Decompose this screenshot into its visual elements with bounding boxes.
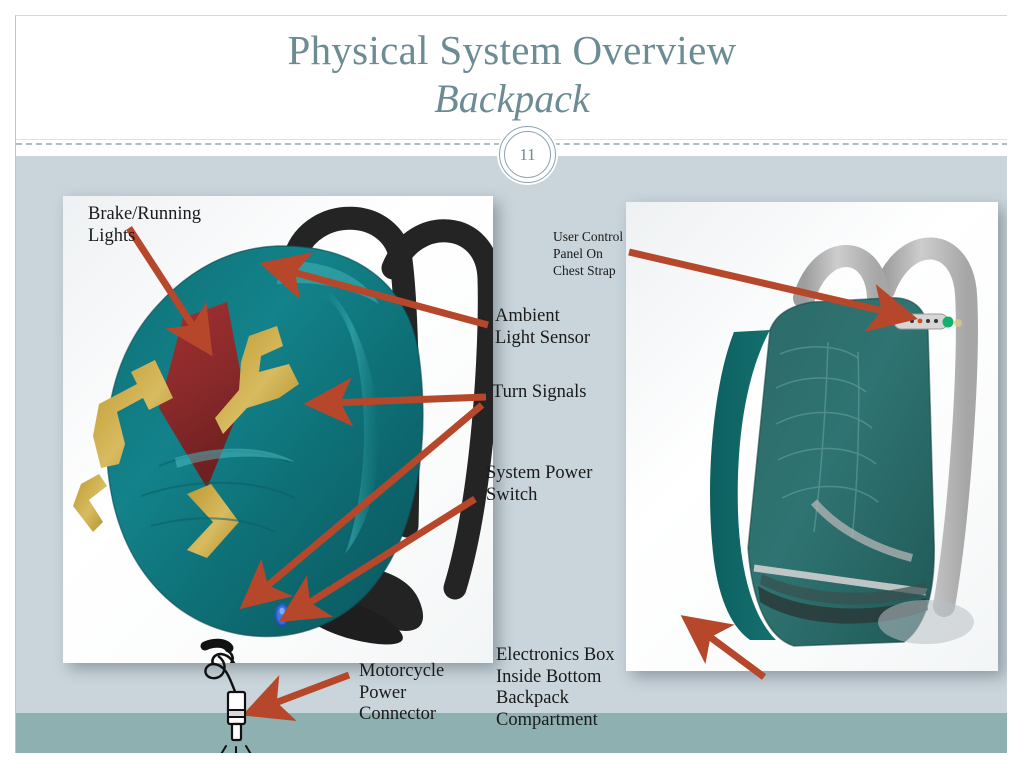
callout-user-control-panel: User Control Panel On Chest Strap xyxy=(553,229,624,278)
user-control-panel xyxy=(893,313,962,330)
bottom-compartment-seam xyxy=(753,564,927,596)
page-number-badge: 11 xyxy=(497,124,558,185)
callout-motorcycle-power-connector: Motorcycle Power Connector xyxy=(359,661,445,724)
led-orange xyxy=(917,318,923,324)
backpack-back-view-image xyxy=(626,202,998,671)
backpack-back-panel xyxy=(748,297,935,646)
turn-signal-lower-left xyxy=(73,474,107,532)
shoulder-strap-right-gray xyxy=(873,237,978,617)
electronics-box-shadow xyxy=(760,574,926,605)
figure-shadow xyxy=(878,600,974,644)
system-power-switch xyxy=(274,603,290,627)
callout-electronics-box: Electronics Box Inside Bottom Backpack C… xyxy=(496,645,615,730)
page-title: Physical System Overview xyxy=(287,27,737,73)
callout-turn-signals: Turn Signals xyxy=(492,382,587,402)
slide-footer-band xyxy=(16,713,1007,753)
badge-ring-inner xyxy=(504,131,551,178)
callout-brake-running-lights: Brake/Running Lights xyxy=(88,204,202,246)
callout-ambient-light-sensor: Ambient Light Sensor xyxy=(495,306,591,348)
turn-signal-right xyxy=(215,326,299,434)
ambient-light-sensor xyxy=(268,264,278,274)
motorcycle-power-connector xyxy=(200,638,236,663)
slide: Physical System Overview Backpack 11 xyxy=(15,15,1007,753)
backpack-front-illustration xyxy=(73,206,493,663)
turn-signal-lower-center xyxy=(187,484,239,558)
page-subtitle: Backpack xyxy=(434,76,590,121)
page-number: 11 xyxy=(519,144,536,164)
led-amber xyxy=(954,319,962,327)
callout-system-power-switch: System Power Switch xyxy=(486,463,593,505)
backpack-front-view-image xyxy=(63,196,493,663)
led-green xyxy=(942,316,954,328)
strap-cross-lower xyxy=(810,499,914,562)
power-connector-plug xyxy=(204,655,252,753)
backpack-side-gusset xyxy=(710,330,776,640)
badge-ring-outer xyxy=(499,126,556,183)
backpack-back-illustration xyxy=(710,237,978,647)
turn-signal-left xyxy=(93,360,173,468)
